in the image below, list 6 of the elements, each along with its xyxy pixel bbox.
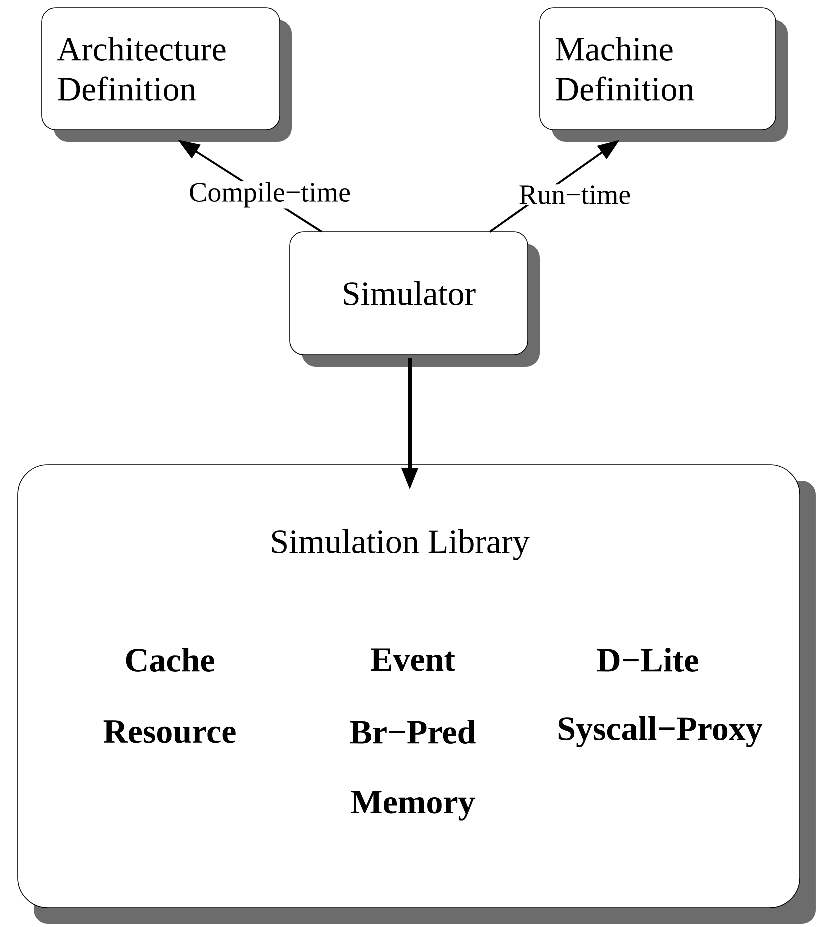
definition-box: Architecture Definition xyxy=(42,8,292,142)
definition-box: Machine Definition xyxy=(540,8,788,142)
library-box: Simulation Library Cache Event D−Lite Resource Br−Pred Syscall−Proxy Memory xyxy=(18,464,816,924)
simulator-box: Simulator xyxy=(290,232,540,367)
edge-label: Run−time xyxy=(518,184,632,206)
edge-label: Compile−time xyxy=(188,181,352,209)
